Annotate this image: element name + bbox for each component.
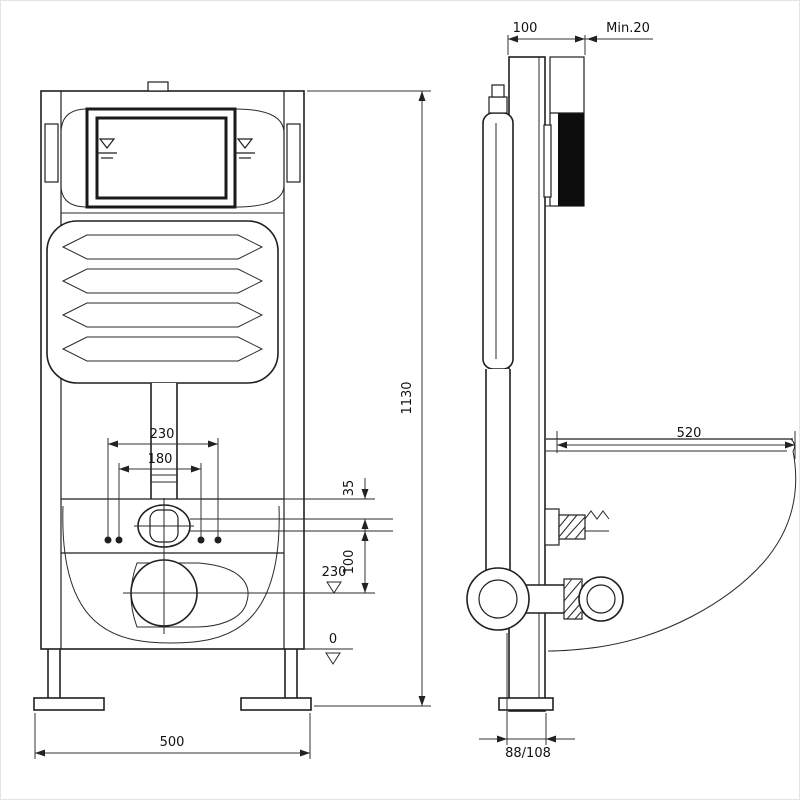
drain-outlet: [123, 552, 375, 634]
fill-valve-upper: [488, 96, 508, 114]
level-label-230: 230: [322, 565, 347, 580]
side-view: [466, 56, 797, 712]
foot-plate-right: [240, 697, 312, 711]
dim-height-1130: 1130: [307, 90, 431, 707]
side-drain-elbow: [466, 567, 624, 631]
dim-wall-min20: Min.20: [585, 21, 653, 43]
access-panel-inner: [95, 116, 228, 200]
elbow-bend-inner: [478, 579, 518, 619]
fixing-bolts: [104, 536, 222, 544]
dim-fixing-inner: 180: [118, 452, 202, 537]
foot-plate-left: [33, 697, 105, 711]
level-label-0: 0: [329, 632, 337, 647]
dim-label-min20: Min.20: [606, 21, 650, 36]
mounting-plate: [61, 498, 375, 554]
dim-projection-520: 520: [556, 426, 796, 459]
dim-outlet-88-108: 88/108: [479, 633, 575, 761]
side-foot-plate: [498, 697, 554, 711]
dim-label-100-offset: 100: [342, 550, 357, 575]
water-inlet-fixture: [134, 498, 393, 554]
water-level-symbol-left: [97, 138, 117, 159]
side-flush-pipe: [485, 369, 511, 571]
front-dimensions: 230 180 35 100 230 0: [34, 90, 431, 759]
water-level-symbol-right: [235, 138, 255, 159]
bowl-outline-front: [62, 505, 280, 644]
frame-feet: [33, 648, 353, 711]
side-clip-right: [286, 123, 301, 183]
fill-valve-cap: [491, 84, 505, 98]
panel-dark-face: [558, 113, 584, 206]
outlet-socket-inner: [586, 584, 616, 614]
dim-offset-100: 100: [342, 531, 369, 593]
access-panel: [85, 107, 237, 209]
dim-label-88-108: 88/108: [505, 746, 551, 761]
level-marker-outlet: 230: [322, 565, 347, 594]
side-inlet-fitting: [544, 508, 610, 546]
dim-width-500: 500: [34, 713, 311, 759]
outlet-socket: [578, 576, 624, 622]
dim-label-1130: 1130: [400, 381, 415, 414]
side-clip-left: [44, 123, 59, 183]
elbow-bend: [466, 567, 530, 631]
side-cistern: [482, 84, 514, 370]
dim-label-500: 500: [160, 735, 185, 750]
flush-pipe: [150, 383, 178, 499]
cistern: [46, 220, 279, 384]
dim-label-100-depth: 100: [513, 21, 538, 36]
dim-depth-100: 100: [507, 21, 586, 55]
side-bowl-silhouette: [546, 438, 797, 652]
dim-label-230-fixing: 230: [150, 427, 175, 442]
level-marker-floor: 0: [325, 632, 341, 665]
side-dimensions: 100 Min.20 520 88/108: [479, 21, 796, 761]
front-view: [33, 81, 393, 711]
dim-label-35: 35: [342, 480, 357, 497]
flush-plate-clip: [543, 124, 552, 198]
dim-label-520: 520: [677, 426, 702, 441]
hanger-tab: [147, 81, 169, 92]
dim-fixing-outer: 230: [107, 427, 219, 537]
dim-label-180-fixing: 180: [148, 452, 173, 467]
wall-panel: [543, 56, 585, 207]
cistern-side-body: [482, 112, 514, 370]
